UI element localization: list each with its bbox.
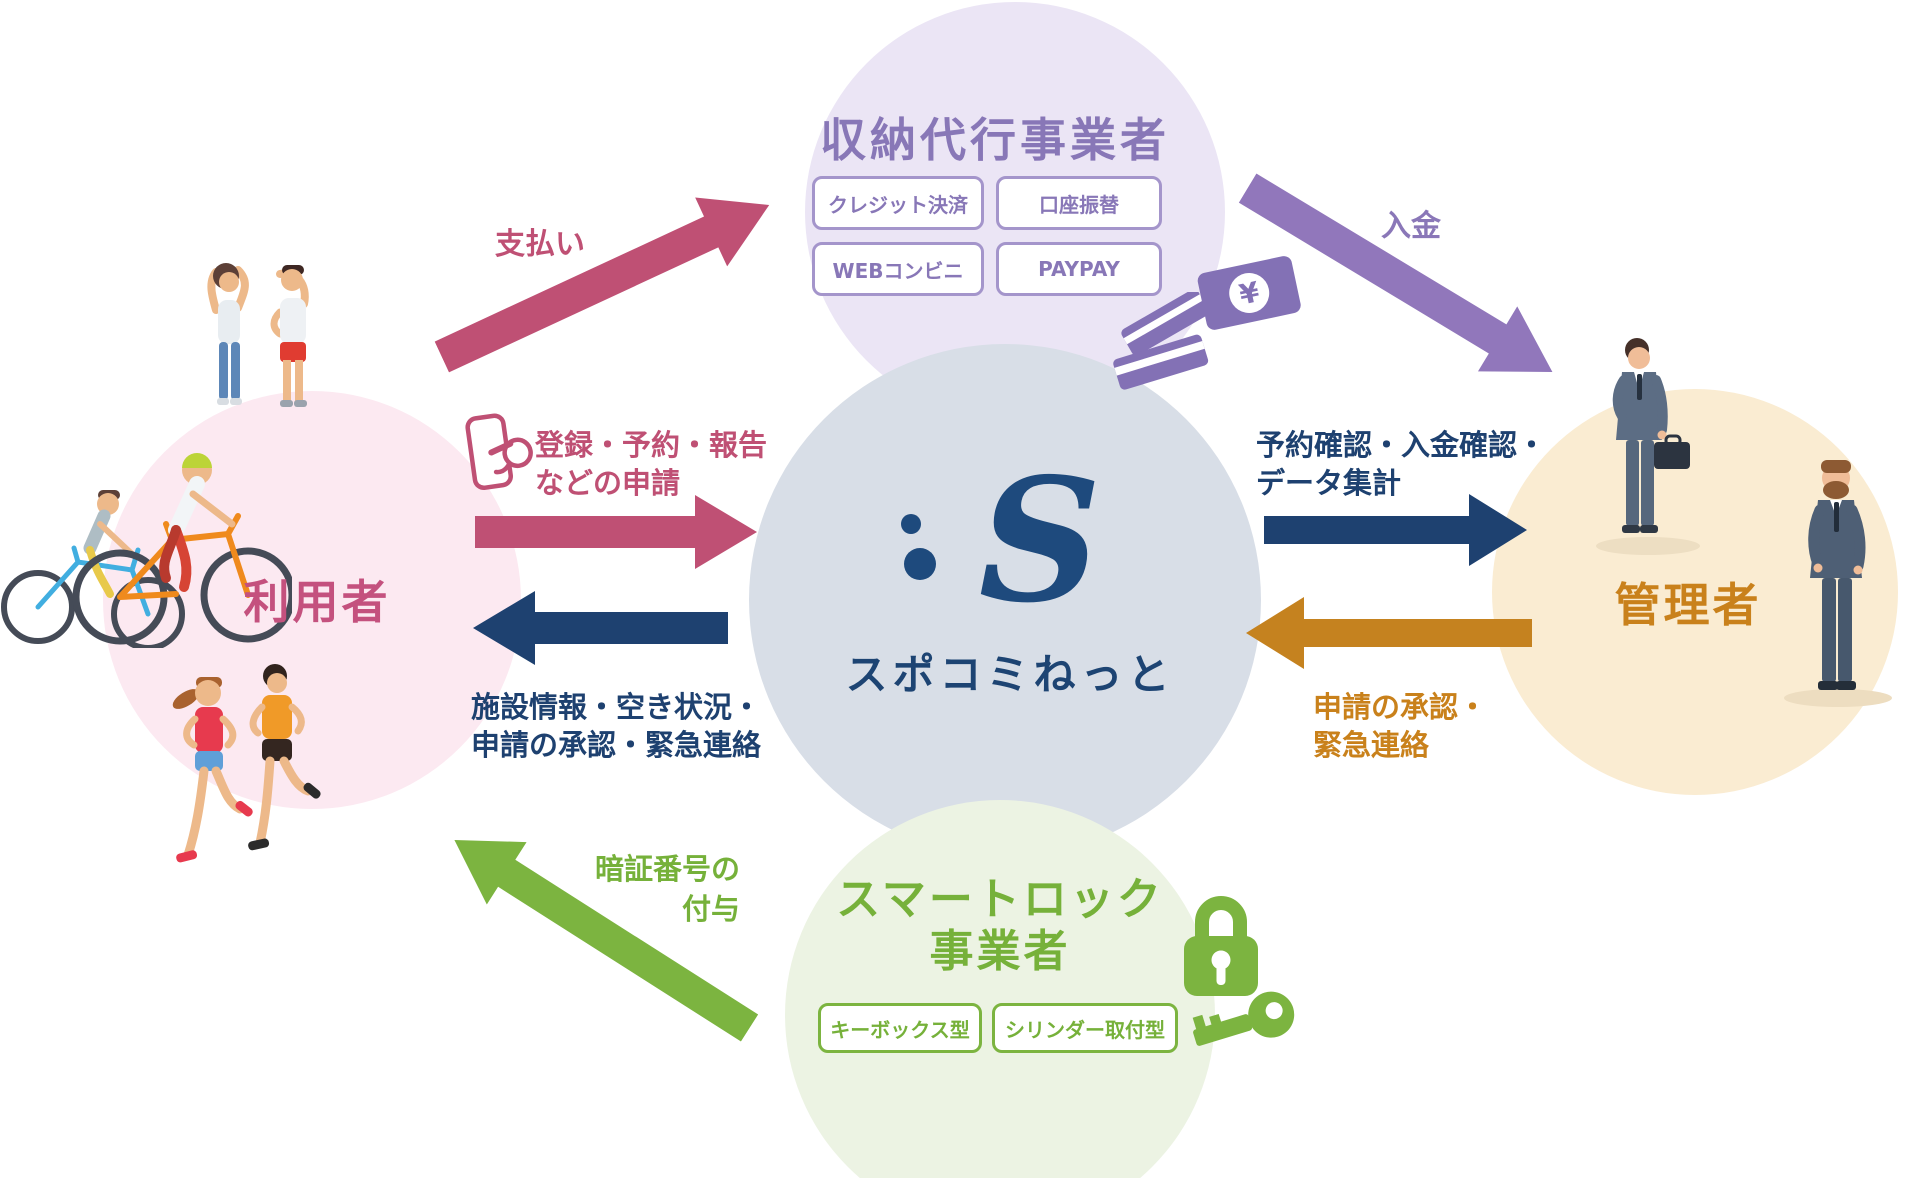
cyclists-illustration <box>1 453 292 648</box>
logo-dot-large <box>904 548 936 580</box>
smartlock-circle <box>785 800 1215 1178</box>
platform-title: スポコミねっと <box>845 650 1175 699</box>
confirmation-arrow-label: 予約確認・入金確認・ データ集計 <box>1256 426 1546 502</box>
chip-paypay: PAYPAY <box>996 242 1162 296</box>
running-woman <box>172 677 253 863</box>
smartlock-title: スマートロック 事業者 <box>795 874 1205 978</box>
woman-on-orange-bike <box>72 453 292 645</box>
credit-cards-icon <box>1113 292 1209 390</box>
platform-circle <box>749 344 1261 856</box>
yen-bill-icon: ¥ <box>1197 256 1301 330</box>
pin-arrow-label: 暗証番号の 付与 <box>520 849 740 929</box>
shadow <box>1596 537 1700 555</box>
key-icon <box>1192 991 1295 1046</box>
runners-illustration <box>172 664 321 863</box>
users-circle <box>103 391 521 809</box>
stretching-woman <box>207 263 249 405</box>
chip-cylinder: シリンダー取付型 <box>992 1003 1178 1053</box>
padlock-icon <box>1184 896 1258 996</box>
running-man <box>248 664 321 851</box>
approval-arrow-label: 申請の承認・ 緊急連絡 <box>1313 688 1487 764</box>
chip-keybox: キーボックス型 <box>818 1003 982 1053</box>
stretching-man <box>270 265 309 407</box>
application-arrow-label: 登録・予約・報告 などの申請 <box>535 426 767 502</box>
logo-dot-small <box>901 514 921 534</box>
payment-arrow <box>434 197 770 373</box>
approval-arrow <box>1246 597 1532 669</box>
admins-title: 管理者 <box>1614 578 1762 632</box>
deposit-arrow-label: 入金 <box>1381 209 1441 244</box>
facility-info-arrow <box>473 591 728 665</box>
logo-letter: S <box>979 448 1102 628</box>
facility-info-arrow-label: 施設情報・空き状況・ 申請の承認・緊急連絡 <box>471 688 761 764</box>
deposit-arrow <box>1238 173 1553 372</box>
stretching-people-illustration <box>207 263 309 407</box>
platform-logo: S <box>901 448 1102 628</box>
label-line: などの申請 <box>535 466 681 500</box>
label-line: 緊急連絡 <box>1313 728 1430 762</box>
smartlock-title-line1: スマートロック <box>836 874 1164 925</box>
chip-web-convenience: WEBコンビニ <box>812 242 984 296</box>
smartlock-types-list: キーボックス型 シリンダー取付型 <box>818 1003 1178 1053</box>
bearded-businessman-illustration <box>1784 460 1892 707</box>
smartphone-touch-icon <box>465 413 533 491</box>
shadow <box>1784 689 1892 707</box>
label-line: 登録・予約・報告 <box>535 428 768 462</box>
label-line: 申請の承認・ <box>1313 690 1488 724</box>
label-line: 申請の承認・緊急連絡 <box>471 728 762 762</box>
pin-arrow <box>454 839 759 1042</box>
label-line: 施設情報・空き状況・ <box>471 690 762 724</box>
chip-bank-transfer: 口座振替 <box>996 176 1162 230</box>
payment-arrow-label: 支払い <box>495 227 585 262</box>
payment-agency-title: 収納代行事業者 <box>820 113 1170 167</box>
smartlock-title-line2: 事業者 <box>929 926 1071 977</box>
child-on-blue-bike <box>1 490 185 648</box>
application-arrow <box>475 495 757 569</box>
confirmation-arrow <box>1264 494 1527 566</box>
payment-methods-list: クレジット決済 口座振替 WEBコンビニ PAYPAY <box>812 176 1162 296</box>
label-line: データ集計 <box>1256 466 1402 500</box>
chip-credit: クレジット決済 <box>812 176 984 230</box>
label-line: 予約確認・入金確認・ <box>1256 428 1547 462</box>
businessman-briefcase-illustration <box>1596 338 1700 555</box>
label-line: 暗証番号の <box>594 852 740 886</box>
users-title: 利用者 <box>243 575 391 629</box>
label-line: 付与 <box>681 892 740 926</box>
